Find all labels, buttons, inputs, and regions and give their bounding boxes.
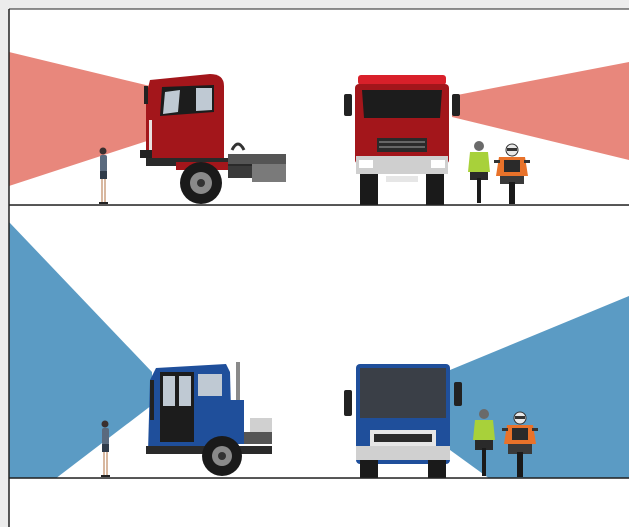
footer-panel xyxy=(9,479,629,527)
low-entry-truck-front-view xyxy=(344,364,462,478)
